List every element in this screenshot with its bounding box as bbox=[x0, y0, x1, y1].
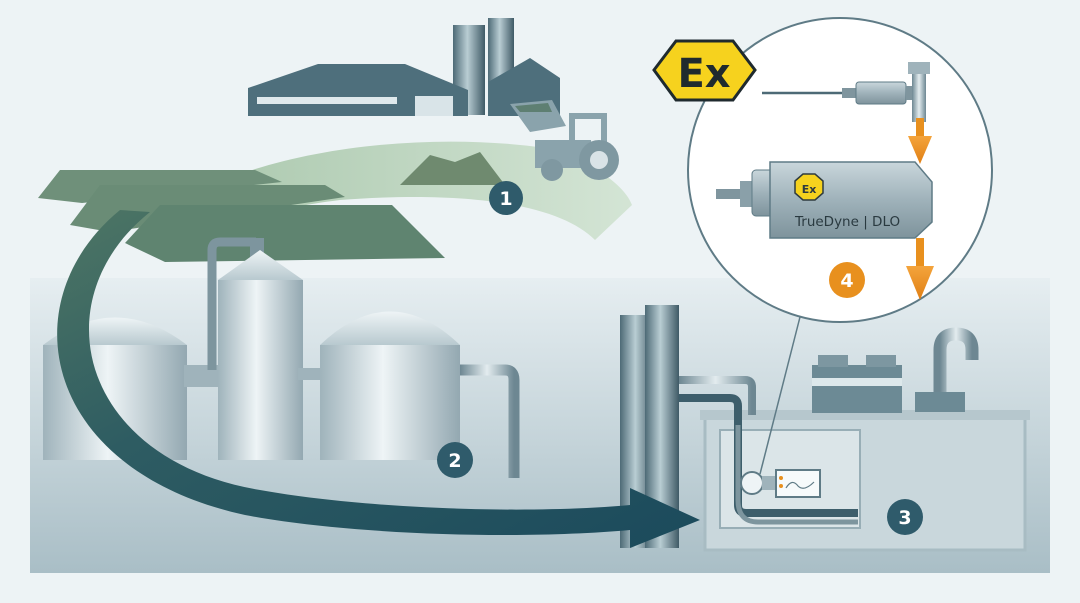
gas-pipe bbox=[460, 364, 520, 478]
tractor-icon bbox=[510, 100, 619, 181]
flow-arrow-icon bbox=[57, 210, 700, 548]
device-label: TrueDyne | DLO bbox=[794, 214, 900, 230]
callout-line bbox=[759, 316, 801, 475]
barn-icon bbox=[248, 58, 560, 116]
ex-hazard-icon bbox=[794, 173, 824, 201]
step-number: 4 bbox=[840, 270, 853, 292]
manure-pile bbox=[400, 152, 505, 185]
flow-arrow-icon bbox=[908, 118, 932, 164]
step-badge-1: 1 bbox=[489, 181, 523, 215]
step-badge-2: 2 bbox=[437, 442, 473, 478]
ex-mark-text: Ex bbox=[677, 51, 730, 97]
gas-engine-icon bbox=[812, 327, 979, 413]
step-number: 2 bbox=[448, 450, 461, 472]
step-number: 1 bbox=[499, 188, 512, 210]
gas-line-pipe bbox=[679, 376, 756, 415]
sensor-icon bbox=[740, 469, 821, 498]
truedyne-dlo-device: Ex TrueDyne | DLO bbox=[716, 161, 933, 239]
feed-flow-band bbox=[175, 141, 632, 240]
step-number: 3 bbox=[898, 507, 911, 529]
farm-group bbox=[38, 18, 632, 262]
step-badge-3: 3 bbox=[887, 499, 923, 535]
step-badge-4: 4 bbox=[829, 262, 865, 298]
flow-arrow-icon bbox=[906, 238, 934, 300]
chp-group bbox=[620, 305, 1030, 552]
ex-badge-text: Ex bbox=[802, 183, 817, 196]
digester-tank-icon bbox=[320, 311, 460, 460]
field-3 bbox=[125, 205, 445, 262]
ex-hazard-icon: Ex bbox=[652, 39, 757, 102]
silo-tank bbox=[218, 250, 303, 460]
pipe-fitting bbox=[842, 62, 930, 122]
